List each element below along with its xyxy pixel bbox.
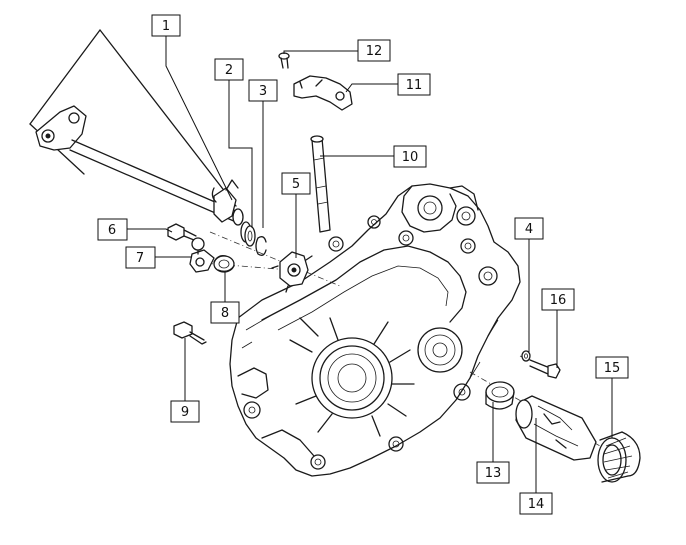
callout-3: 3 (248, 79, 278, 102)
callout-10: 10 (393, 145, 427, 168)
callout-4-label: 4 (525, 222, 533, 237)
shift-drum (515, 395, 597, 461)
shift-drum-segment (271, 251, 313, 293)
callout-9-label: 9 (181, 405, 189, 420)
callout-5: 5 (281, 172, 311, 195)
callout-9: 9 (170, 400, 200, 423)
leader-lines (127, 36, 613, 494)
callout-7: 7 (125, 246, 156, 269)
callout-12: 12 (357, 39, 391, 62)
fork-shaft (310, 135, 331, 233)
bolt-part-6 (167, 223, 197, 241)
callout-15-label: 15 (604, 361, 621, 376)
callout-10-label: 10 (402, 150, 419, 165)
callout-1-label: 1 (162, 19, 170, 34)
callout-7-label: 7 (136, 251, 144, 266)
callout-2: 2 (214, 58, 244, 81)
callout-2-label: 2 (225, 63, 233, 78)
callout-16: 16 (541, 288, 575, 311)
callout-1: 1 (151, 14, 181, 37)
callout-11-label: 11 (406, 78, 423, 93)
callout-14: 14 (519, 492, 553, 515)
callout-15: 15 (595, 356, 629, 379)
circlip-part (255, 236, 267, 256)
pin-bolt (173, 321, 207, 345)
return-spring (213, 254, 235, 273)
callout-8: 8 (210, 301, 240, 324)
callout-8-label: 8 (221, 306, 229, 321)
callout-5-label: 5 (292, 177, 300, 192)
callout-6: 6 (97, 218, 128, 241)
screw-part-12 (278, 52, 290, 69)
callout-14-label: 14 (528, 497, 545, 512)
callout-13-label: 13 (485, 466, 502, 481)
shift-fork (293, 75, 353, 111)
bolt-part-16 (529, 359, 561, 379)
callout-12-label: 12 (366, 44, 383, 59)
needle-bearing (597, 431, 641, 483)
stopper-arm (189, 237, 215, 273)
callout-3-label: 3 (259, 84, 267, 99)
washer-part (244, 225, 256, 247)
callout-4: 4 (514, 217, 544, 240)
callout-13: 13 (476, 461, 510, 484)
callout-11: 11 (397, 73, 431, 96)
bushing (485, 381, 515, 410)
callout-6-label: 6 (108, 223, 116, 238)
o-ring (521, 350, 531, 362)
callout-16-label: 16 (550, 293, 567, 308)
crankcase (229, 183, 521, 477)
